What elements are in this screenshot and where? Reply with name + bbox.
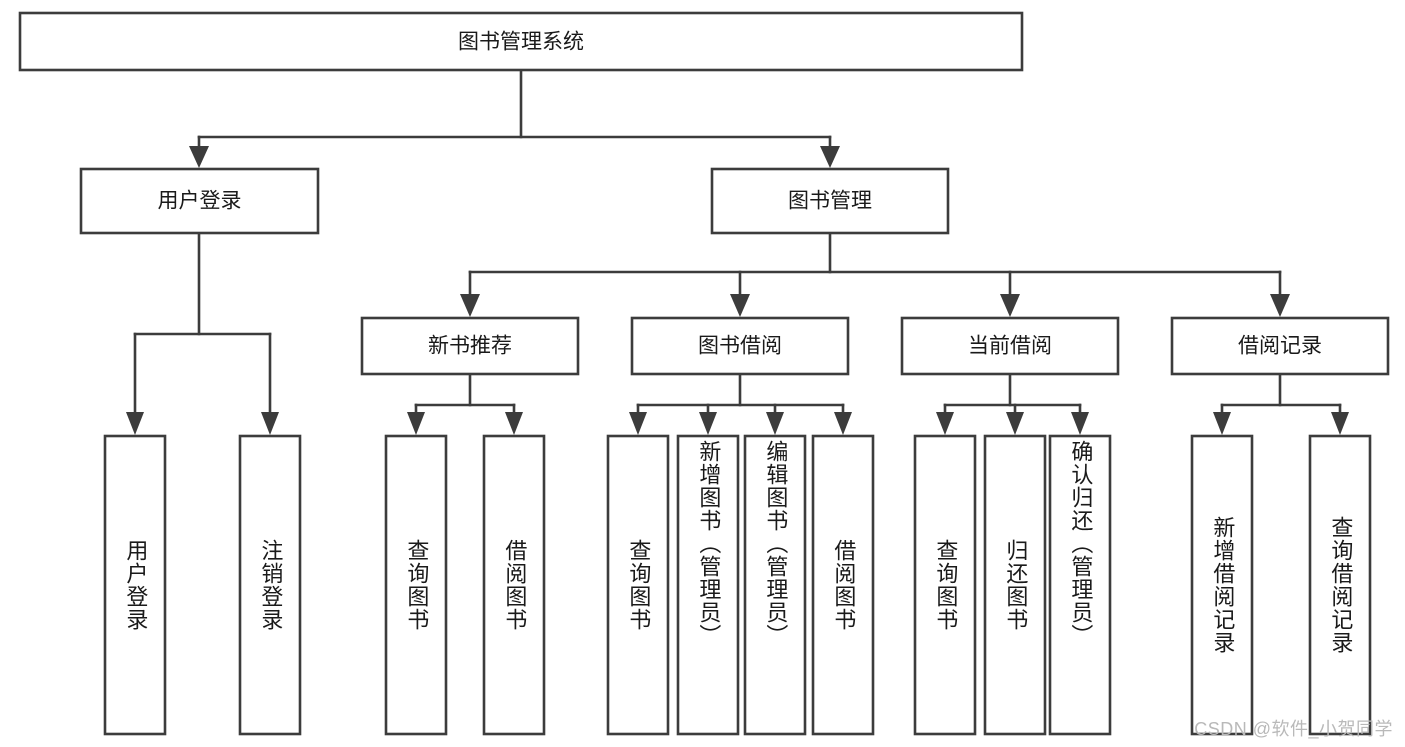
node-book-management-label: 图书管理 <box>788 190 872 213</box>
leaf-box-logout[interactable] <box>238 434 302 736</box>
edge-group-new-book <box>407 372 523 435</box>
node-user-login-label: 用户登录 <box>158 190 242 213</box>
arrow-head-icon <box>261 412 279 435</box>
edge-group-borrow <box>629 372 852 435</box>
arrow-head-icon <box>629 412 647 435</box>
leaf-box-add-borrow-record[interactable] <box>1190 434 1254 736</box>
node-book-management-box[interactable] <box>710 167 950 235</box>
arrow-head-icon <box>126 412 144 435</box>
leaf-label-query-book-borrow: 查询图书 <box>626 539 652 631</box>
leaf-label-wrap-query-book-rec: 查询图书 <box>386 436 446 734</box>
arrow-head-icon <box>699 412 717 435</box>
leaf-box-edit-book-admin[interactable] <box>743 434 807 736</box>
leaf-label-wrap-add-book-admin: 新增图书（管理员） <box>678 440 738 730</box>
leaf-label-query-borrow-record: 查询借阅记录 <box>1328 516 1354 654</box>
leaf-boxes <box>103 434 1372 736</box>
leaf-label-wrap-borrow-book: 借阅图书 <box>813 436 873 734</box>
leaf-label-return-book: 归还图书 <box>1003 539 1029 631</box>
node-root-box[interactable] <box>18 11 1024 72</box>
arrow-head-icon <box>505 412 523 435</box>
node-new-book-recommend-box[interactable] <box>360 316 580 376</box>
arrow-head-icon <box>820 146 840 168</box>
node-book-management[interactable]: 图书管理 <box>710 167 950 235</box>
leaf-label-borrow-book: 借阅图书 <box>831 539 857 631</box>
edge-group-book-mgmt <box>460 231 1290 317</box>
node-new-book-recommend-label: 新书推荐 <box>428 335 512 358</box>
leaf-label-logout: 注销登录 <box>258 539 284 631</box>
leaf-label-wrap-user-login: 用户登录 <box>105 436 165 734</box>
node-user-login-box[interactable] <box>79 167 320 235</box>
leaf-label-wrap-add-borrow-record: 新增借阅记录 <box>1192 436 1252 734</box>
node-current-borrow[interactable]: 当前借阅 <box>900 316 1120 376</box>
arrow-head-icon <box>189 146 209 168</box>
arrow-head-icon <box>460 294 480 317</box>
leaf-label-borrow-book-rec: 借阅图书 <box>502 539 528 631</box>
node-root-label: 图书管理系统 <box>458 31 584 54</box>
leaf-box-query-borrow-record[interactable] <box>1308 434 1372 736</box>
leaf-label-wrap-logout: 注销登录 <box>240 436 300 734</box>
arrow-head-icon <box>1213 412 1231 435</box>
leaf-label-wrap-confirm-return-admin: 确认归还（管理员） <box>1050 440 1110 730</box>
edge-group-user-login <box>126 231 279 435</box>
leaf-box-query-book-rec[interactable] <box>384 434 448 736</box>
edge-group-root <box>189 68 840 168</box>
node-book-borrow-label: 图书借阅 <box>698 335 782 358</box>
arrow-head-icon <box>1000 294 1020 317</box>
arrow-head-icon <box>766 412 784 435</box>
arrow-head-icon <box>1270 294 1290 317</box>
leaf-box-add-book-admin[interactable] <box>676 434 740 736</box>
leaf-label-add-book-admin: 新增图书（管理员） <box>696 440 722 647</box>
edge-group-current-borrow <box>936 372 1089 435</box>
leaf-label-query-book-current: 查询图书 <box>933 539 959 631</box>
arrow-head-icon <box>1006 412 1024 435</box>
leaf-label-wrap-query-book-current: 查询图书 <box>915 436 975 734</box>
leaf-label-user-login: 用户登录 <box>123 539 149 631</box>
arrow-head-icon <box>936 412 954 435</box>
arrow-head-icon <box>1071 412 1089 435</box>
leaf-label-wrap-query-borrow-record: 查询借阅记录 <box>1310 436 1370 734</box>
leaf-label-edit-book-admin: 编辑图书（管理员） <box>763 440 789 647</box>
arrow-head-icon <box>1331 412 1349 435</box>
leaf-label-wrap-edit-book-admin: 编辑图书（管理员） <box>745 440 805 730</box>
edge-group-records <box>1213 372 1349 435</box>
leaf-box-return-book[interactable] <box>983 434 1047 736</box>
node-borrow-records-label: 借阅记录 <box>1238 335 1322 358</box>
leaf-label-wrap-query-book-borrow: 查询图书 <box>608 436 668 734</box>
leaf-label-wrap-borrow-book-rec: 借阅图书 <box>484 436 544 734</box>
node-borrow-records[interactable]: 借阅记录 <box>1170 316 1390 376</box>
arrow-head-icon <box>730 294 750 317</box>
leaf-box-user-login[interactable] <box>103 434 167 736</box>
arrow-head-icon <box>407 412 425 435</box>
leaf-box-borrow-book-rec[interactable] <box>482 434 546 736</box>
node-current-borrow-box[interactable] <box>900 316 1120 376</box>
node-book-borrow[interactable]: 图书借阅 <box>630 316 850 376</box>
watermark-text: CSDN @软件_小贺同学 <box>1194 719 1393 739</box>
leaf-box-borrow-book[interactable] <box>811 434 875 736</box>
node-book-borrow-box[interactable] <box>630 316 850 376</box>
leaf-box-query-book-borrow[interactable] <box>606 434 670 736</box>
arrow-head-icon <box>834 412 852 435</box>
node-current-borrow-label: 当前借阅 <box>968 335 1052 358</box>
leaf-label-add-borrow-record: 新增借阅记录 <box>1210 516 1236 654</box>
leaf-label-confirm-return-admin: 确认归还（管理员） <box>1068 440 1094 647</box>
leaf-box-query-book-current[interactable] <box>913 434 977 736</box>
leaf-label-query-book-rec: 查询图书 <box>404 539 430 631</box>
node-new-book-recommend[interactable]: 新书推荐 <box>360 316 580 376</box>
leaf-label-wrap-return-book: 归还图书 <box>985 436 1045 734</box>
leaf-box-confirm-return-admin[interactable] <box>1048 434 1112 736</box>
node-root[interactable]: 图书管理系统 <box>18 11 1024 72</box>
node-user-login[interactable]: 用户登录 <box>79 167 320 235</box>
node-borrow-records-box[interactable] <box>1170 316 1390 376</box>
